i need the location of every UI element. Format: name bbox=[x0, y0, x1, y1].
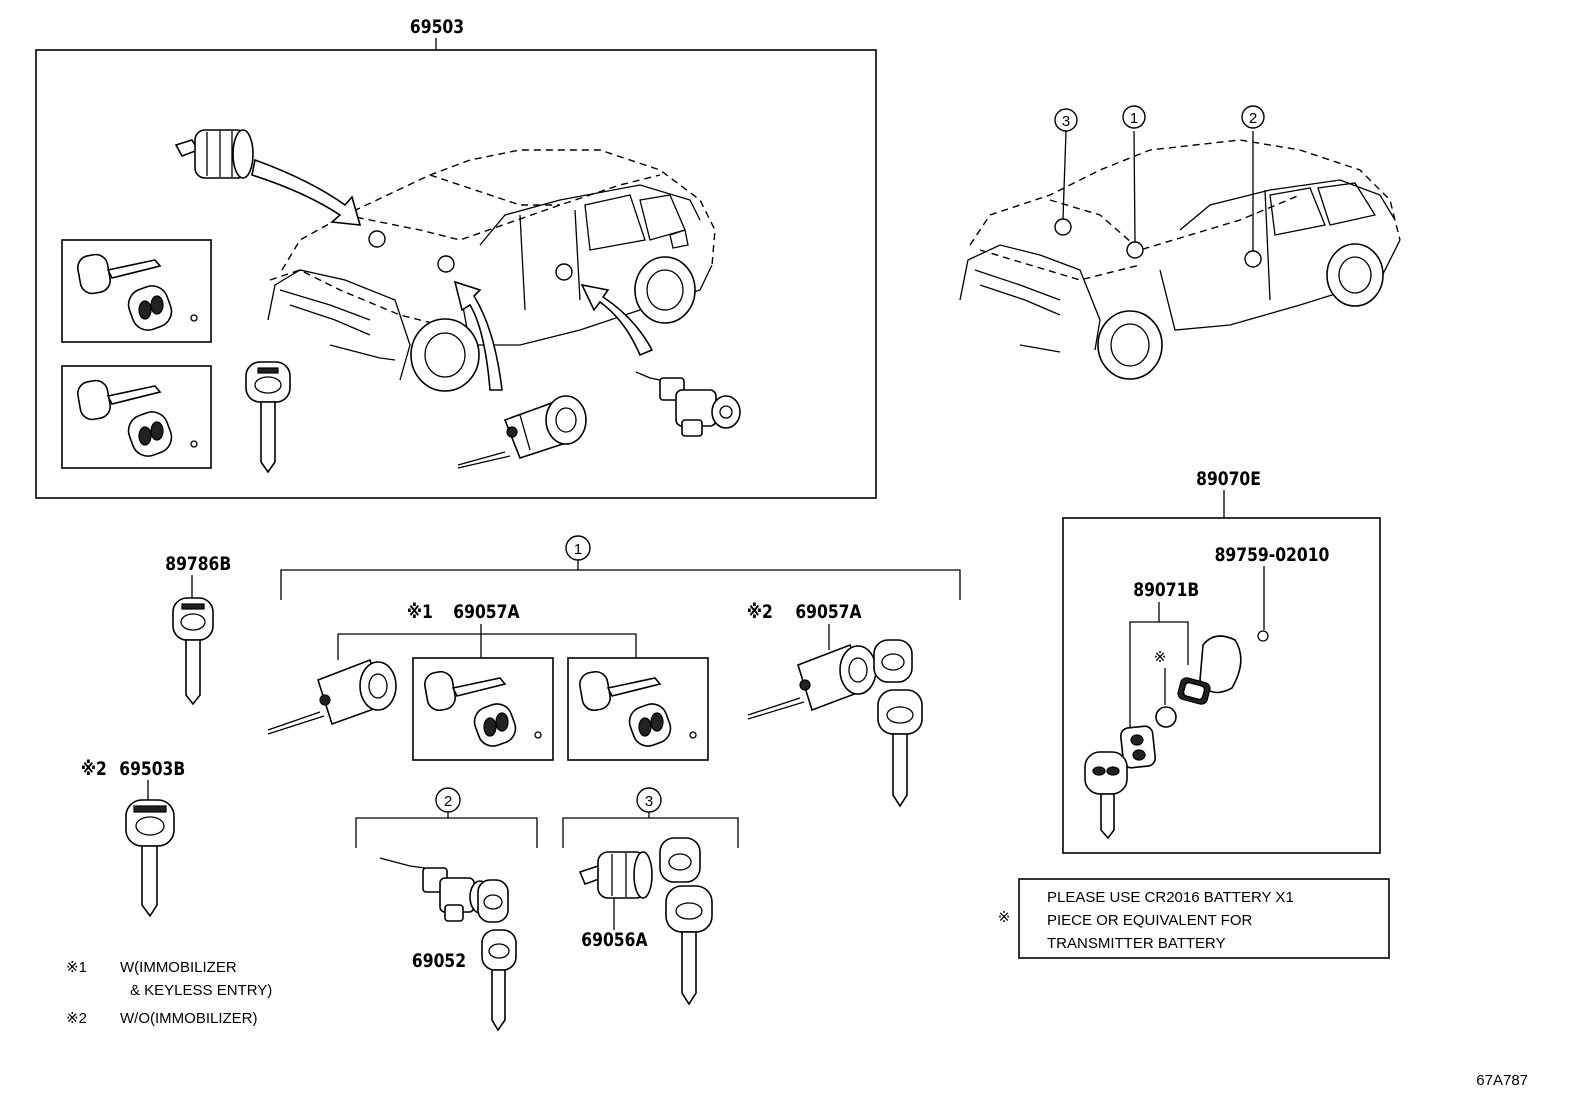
assembly-69503-group: 69503 bbox=[35, 17, 877, 499]
callout-2-car-text: 2 bbox=[1249, 110, 1257, 127]
note1-mark: ※1 bbox=[66, 959, 87, 976]
inset-key-transmitter-69057A-b[interactable] bbox=[567, 657, 709, 761]
inset-key-transmitter-69057A-a[interactable] bbox=[412, 657, 554, 761]
battery-note: ※ PLEASE USE CR2016 BATTERY X1 PIECE OR … bbox=[998, 878, 1390, 959]
ignition-lock-cylinder[interactable] bbox=[457, 395, 587, 469]
part-89786B[interactable]: 89786B bbox=[165, 554, 231, 706]
callout-group-3-text: 3 bbox=[645, 793, 653, 810]
mark-69057A-wo: ※2 bbox=[747, 602, 773, 624]
label-69503B[interactable]: 69503B bbox=[119, 759, 185, 781]
group-1: 1 ※1 69057A bbox=[267, 535, 961, 808]
battery-note-line3: TRANSMITTER BATTERY bbox=[1047, 935, 1226, 952]
ref-mark-battery: ※ bbox=[1154, 649, 1167, 666]
screw-89759[interactable] bbox=[1257, 630, 1269, 642]
note1-line2: & KEYLESS ENTRY) bbox=[130, 982, 272, 999]
ignition-cylinder-69057A-wo[interactable] bbox=[747, 639, 923, 808]
inset-key-transmitter-2[interactable] bbox=[61, 365, 212, 469]
arrows-main bbox=[251, 158, 654, 391]
callout-circle-3-car[interactable] bbox=[1054, 108, 1078, 132]
car-illustration-main bbox=[267, 149, 716, 392]
label-69052[interactable]: 69052 bbox=[412, 951, 466, 973]
mark-69503B: ※2 bbox=[81, 759, 107, 781]
callout-circle-2-car[interactable] bbox=[1241, 105, 1265, 129]
label-89786B[interactable]: 89786B bbox=[165, 554, 231, 576]
callout-group-2-text: 2 bbox=[444, 793, 452, 810]
legend-notes: ※1 W(IMMOBILIZER & KEYLESS ENTRY) ※2 W/O… bbox=[66, 959, 272, 1027]
label-69057A-wo[interactable]: 69057A bbox=[795, 602, 862, 624]
mark-69057A-w: ※1 bbox=[407, 602, 433, 624]
battery-note-mark: ※ bbox=[998, 909, 1011, 926]
group-3: 3 69056A bbox=[562, 787, 739, 1006]
battery-note-line2: PIECE OR EQUIVALENT FOR bbox=[1047, 912, 1252, 929]
assembly-69503-frame bbox=[35, 49, 877, 499]
callout-3-car-text: 3 bbox=[1062, 113, 1070, 130]
inset-key-transmitter-1[interactable] bbox=[61, 239, 212, 343]
label-69057A-w[interactable]: 69057A bbox=[453, 602, 520, 624]
hood-lock-cylinder[interactable] bbox=[174, 129, 254, 179]
note2-mark: ※2 bbox=[66, 1010, 87, 1027]
label-69056A[interactable]: 69056A bbox=[581, 930, 648, 952]
battery-note-box bbox=[1018, 878, 1390, 959]
callout-group-1-text: 1 bbox=[574, 541, 582, 558]
note2-text: W/O(IMMOBILIZER) bbox=[120, 1010, 258, 1027]
part-89070E: 89070E 89759-02010 89071B ※ bbox=[1062, 469, 1381, 854]
label-89071B[interactable]: 89071B bbox=[1133, 580, 1199, 602]
callout-1-car-text: 1 bbox=[1130, 110, 1138, 127]
group-2: 2 69052 bbox=[355, 787, 538, 1032]
callout-circle-1-car[interactable] bbox=[1122, 105, 1146, 129]
car-callout-illustration: 3 1 2 bbox=[959, 105, 1401, 380]
ignition-cylinder-69057A-w[interactable] bbox=[267, 658, 397, 735]
label-89759-02010[interactable]: 89759-02010 bbox=[1215, 545, 1330, 567]
hood-lock-cylinder-69056A[interactable] bbox=[578, 837, 713, 1006]
door-lock-cylinder[interactable] bbox=[635, 371, 741, 437]
transmitter-frame bbox=[1062, 517, 1381, 854]
transmitter-parts[interactable] bbox=[1084, 635, 1242, 840]
battery-note-line1: PLEASE USE CR2016 BATTERY X1 bbox=[1047, 889, 1294, 906]
label-89070E[interactable]: 89070E bbox=[1196, 469, 1261, 491]
drawing-code: 67A787 bbox=[1476, 1072, 1528, 1089]
door-lock-cylinder-69052[interactable] bbox=[379, 857, 517, 1032]
part-69503B[interactable]: ※2 69503B bbox=[81, 759, 185, 918]
master-key-main[interactable] bbox=[245, 361, 291, 474]
label-69503[interactable]: 69503 bbox=[410, 17, 464, 39]
note1-line1: W(IMMOBILIZER bbox=[120, 959, 237, 976]
